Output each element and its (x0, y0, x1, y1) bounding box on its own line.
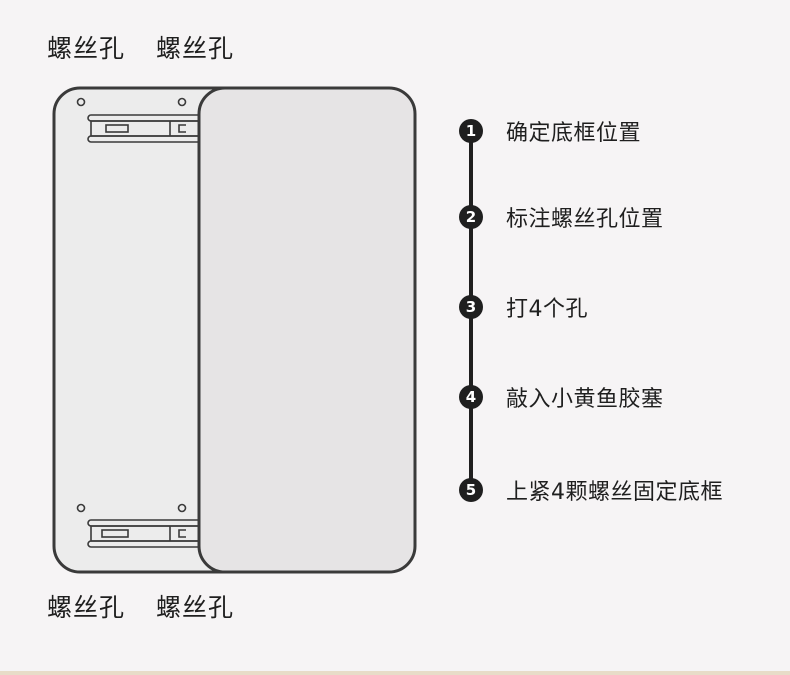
step-number: 2 (459, 205, 483, 229)
screw-hole-top-right (177, 97, 187, 107)
step-number: 5 (459, 478, 483, 502)
step-3: 3 打4个孔 (459, 294, 588, 322)
step-text: 敲入小黄鱼胶塞 (506, 387, 664, 412)
label-screw-hole-bottom-right: 螺丝孔 (156, 593, 235, 622)
screw-hole-bottom-left (76, 503, 86, 513)
step-text: 标注螺丝孔位置 (506, 207, 664, 232)
screw-hole-bottom-right (177, 503, 187, 513)
front-panel (197, 86, 417, 574)
step-5: 5 上紧4颗螺丝固定底框 (459, 477, 723, 505)
step-number: 3 (459, 295, 483, 319)
bottom-band (0, 671, 790, 675)
label-screw-hole-top-left: 螺丝孔 (47, 34, 126, 63)
step-number: 1 (459, 119, 483, 143)
step-2: 2 标注螺丝孔位置 (459, 204, 664, 232)
step-number: 4 (459, 385, 483, 409)
step-1: 1 确定底框位置 (459, 118, 642, 146)
step-text: 上紧4颗螺丝固定底框 (506, 480, 723, 505)
label-screw-hole-top-right: 螺丝孔 (156, 34, 235, 63)
screw-hole-top-left (76, 97, 86, 107)
step-text: 打4个孔 (506, 297, 588, 322)
step-text: 确定底框位置 (506, 121, 642, 146)
step-4: 4 敲入小黄鱼胶塞 (459, 384, 664, 412)
label-screw-hole-bottom-left: 螺丝孔 (47, 593, 126, 622)
